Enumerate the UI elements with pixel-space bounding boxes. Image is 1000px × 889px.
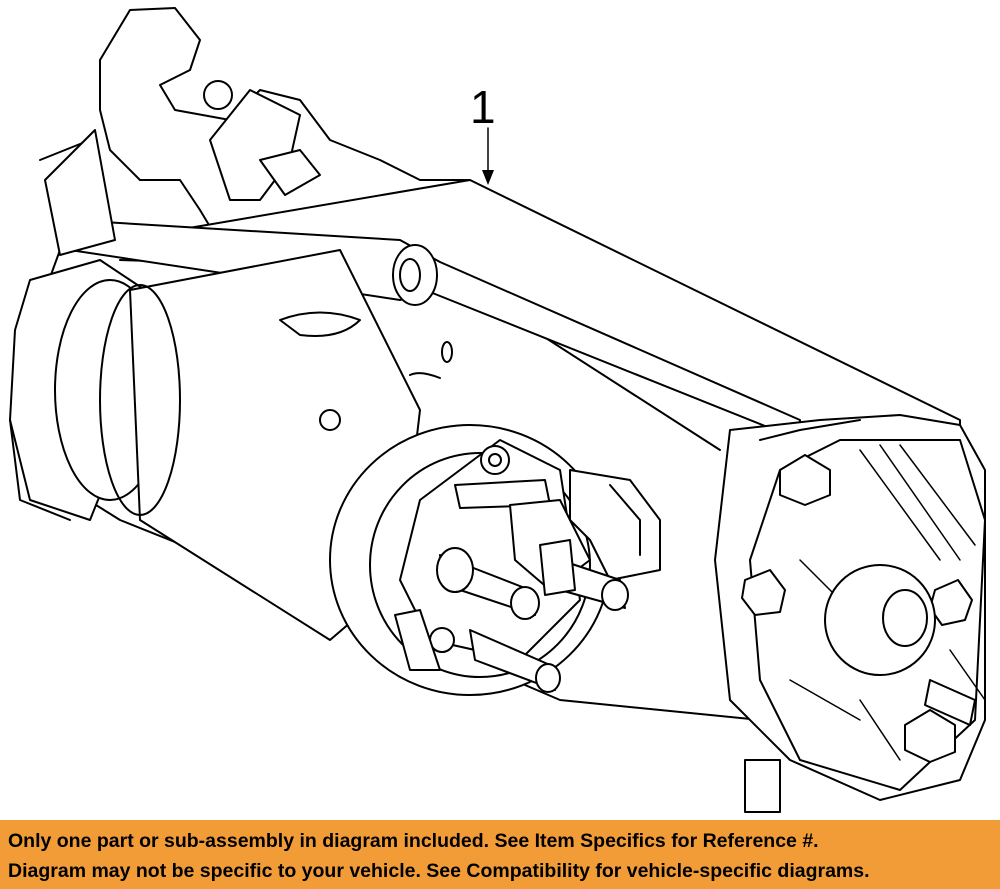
end-cap-dome	[44, 129, 116, 256]
hex-bolt-top	[779, 454, 831, 506]
bracket-rib	[259, 149, 321, 196]
rib	[859, 449, 941, 561]
drum-curve	[409, 372, 441, 379]
rib	[789, 679, 861, 721]
starter-motor-diagram: 1	[9, 7, 986, 813]
callout-arrowhead	[482, 170, 494, 185]
stud-tip-secondary	[601, 579, 629, 611]
hex-bolt-bottom	[904, 709, 956, 763]
callout-label-1: 1	[470, 81, 496, 133]
rib	[859, 699, 901, 761]
bolt-sleeve-inner	[399, 258, 421, 292]
rib	[899, 444, 976, 546]
solenoid-bolt-hole-inner	[488, 453, 502, 467]
end-cap-edge	[9, 419, 71, 521]
drum-end	[99, 284, 181, 516]
bottom-stub	[744, 759, 781, 813]
drum-mark	[279, 311, 361, 337]
stud-tip	[510, 586, 540, 620]
drum-rivet	[441, 341, 453, 363]
drive-end-rim	[759, 419, 861, 441]
starter-motor-drawing	[9, 7, 986, 813]
connector-seam	[609, 484, 641, 556]
hex-bolt-left	[741, 569, 786, 616]
drum-dot	[319, 409, 341, 431]
hex-nut	[539, 539, 576, 596]
disclaimer-banner: Only one part or sub-assembly in diagram…	[0, 820, 1000, 889]
connector-plug	[569, 469, 661, 581]
disclaimer-line-1: Only one part or sub-assembly in diagram…	[8, 830, 819, 852]
stud-nut	[436, 547, 474, 593]
stud-tip-lower	[535, 663, 561, 693]
disclaimer-line-2: Diagram may not be specific to your vehi…	[8, 860, 870, 882]
pinion-arm	[924, 679, 976, 726]
pinion-shaft	[882, 589, 928, 647]
bracket-hole	[203, 80, 233, 110]
rib	[949, 649, 986, 701]
lower-bracket	[394, 609, 441, 671]
rib	[879, 444, 961, 561]
